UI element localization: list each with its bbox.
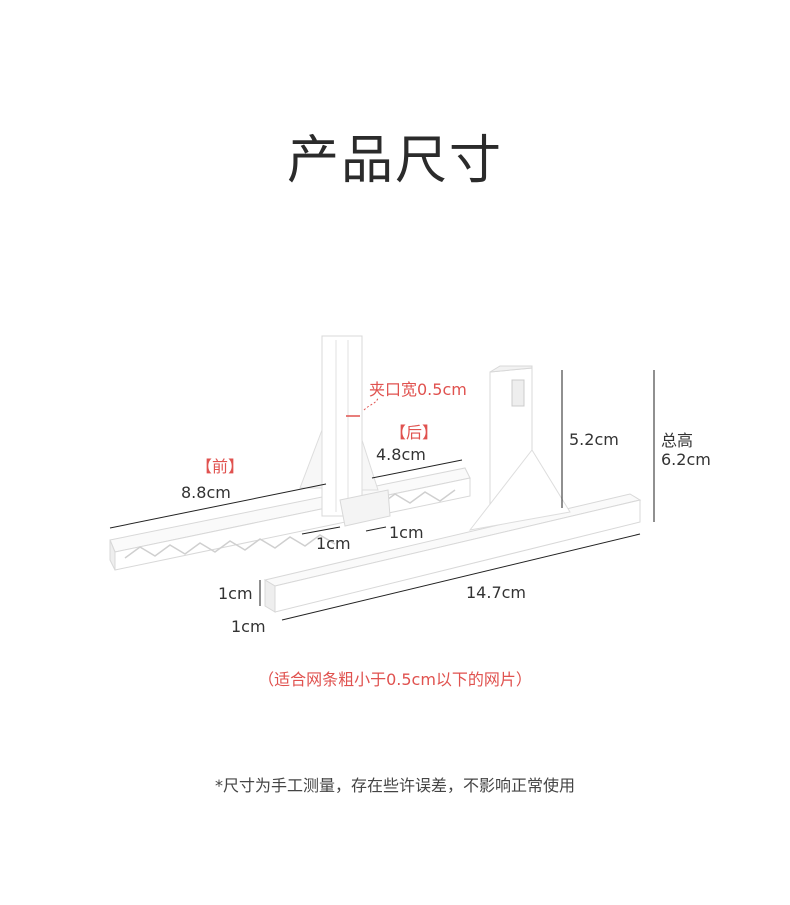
upright-height-label: 5.2cm: [569, 430, 619, 449]
length-label: 14.7cm: [466, 583, 527, 602]
measurement-footnote: *尺寸为手工测量，存在些许误差，不影响正常使用: [214, 776, 575, 795]
dimension-lines: [109, 370, 655, 621]
side-depth-label: 1cm: [231, 617, 266, 636]
page-title: 产品尺寸: [286, 131, 503, 191]
right-width-label: 1cm: [389, 523, 424, 542]
total-height-title: 总高: [661, 431, 694, 450]
front-length-label: 8.8cm: [181, 483, 231, 502]
mesh-size-note: （适合网条粗小于0.5cm以下的网片）: [258, 670, 532, 689]
back-label: 【后】: [390, 423, 439, 442]
right-stand: [263, 365, 642, 613]
side-height-label: 1cm: [218, 584, 253, 603]
front-label: 【前】: [196, 457, 245, 476]
total-height-value: 6.2cm: [661, 450, 711, 469]
clip-width-label: 夹口宽0.5cm: [369, 380, 467, 399]
left-stand: [109, 335, 471, 571]
clip-indicator: [346, 397, 379, 417]
back-length-label: 4.8cm: [376, 445, 426, 464]
left-width-label: 1cm: [316, 534, 351, 553]
